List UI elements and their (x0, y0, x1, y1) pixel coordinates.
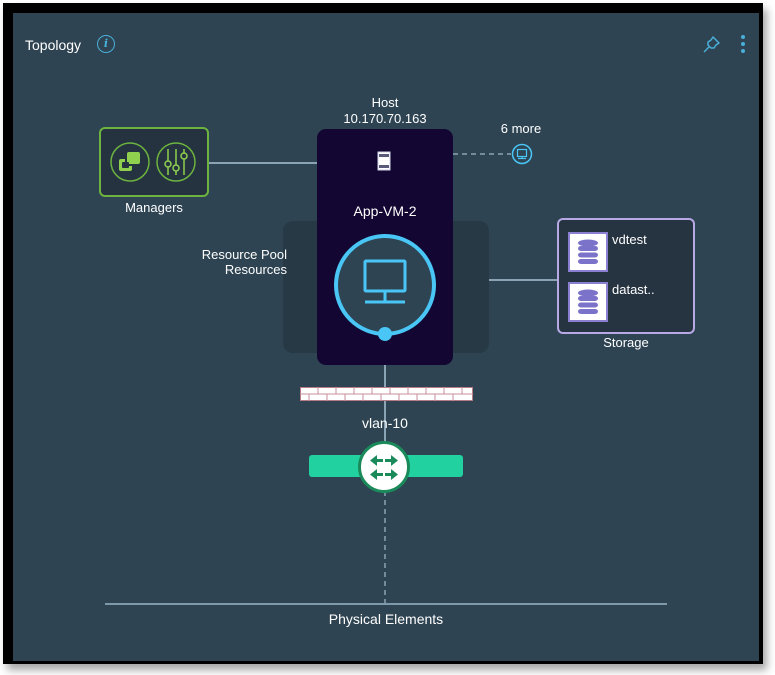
managers-group[interactable] (99, 127, 209, 197)
storage-label: Storage (603, 335, 649, 350)
vertical-ellipsis-icon[interactable] (739, 35, 747, 57)
storage-item[interactable]: datast.. (568, 282, 655, 322)
vm-node[interactable] (333, 233, 437, 343)
host-label: Host 10.170.70.163 (313, 95, 457, 127)
resource-pool-line2: Resources (224, 262, 287, 277)
storage-item-name: datast.. (612, 282, 655, 297)
database-icon (568, 282, 608, 322)
more-vms-icon[interactable] (511, 143, 533, 165)
window-frame: Topology i Managers (3, 3, 763, 664)
resource-pool-label: Resource Pool Resources (163, 247, 287, 277)
resource-pool-line1: Resource Pool (201, 247, 287, 262)
more-vms-label[interactable]: 6 more (500, 121, 542, 136)
firewall-icon[interactable] (300, 387, 473, 401)
server-icon (377, 151, 391, 171)
physical-elements-divider (105, 603, 667, 605)
storage-group[interactable]: vdtest datast.. (557, 218, 695, 334)
physical-elements-label: Physical Elements (328, 611, 444, 627)
storage-item-name: vdtest (612, 232, 647, 247)
host-card[interactable]: App-VM-2 (317, 129, 453, 365)
network-label: vlan-10 (362, 415, 408, 431)
vm-name: App-VM-2 (353, 203, 417, 219)
vcenter-icon (110, 142, 150, 182)
storage-item[interactable]: vdtest (568, 232, 647, 272)
info-icon[interactable]: i (97, 35, 115, 53)
host-title: Host (371, 95, 399, 110)
host-ip: 10.170.70.163 (343, 111, 427, 126)
topology-panel: Topology i Managers (13, 13, 759, 661)
managers-label: Managers (125, 200, 183, 215)
panel-title: Topology (25, 37, 82, 53)
switch-icon[interactable] (358, 441, 410, 493)
database-icon (568, 232, 608, 272)
sliders-icon (156, 142, 196, 182)
pin-icon[interactable] (701, 35, 721, 55)
